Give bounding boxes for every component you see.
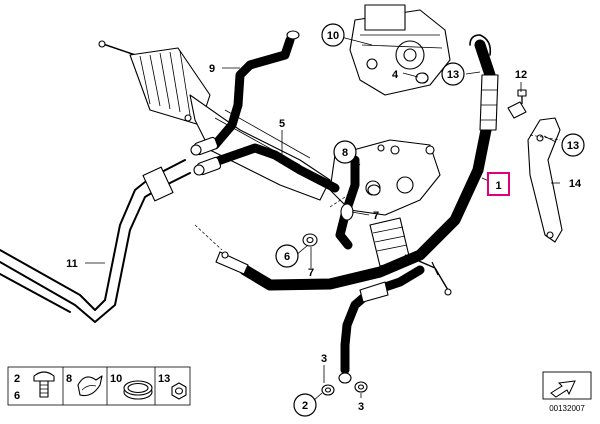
label-4: 4 (392, 69, 399, 81)
callout-8: 8 (333, 140, 357, 164)
document-stamp: 00132007 (542, 371, 592, 413)
callout-13-right: 13 (561, 133, 585, 157)
hose-fittings-left (190, 136, 222, 176)
label-9: 9 (209, 63, 215, 75)
pressure-hose-1 (215, 34, 499, 291)
legend-number-6: 6 (14, 390, 20, 402)
label-5: 5 (279, 118, 285, 130)
bracket-14 (527, 117, 563, 243)
hex-nut-icon (171, 382, 187, 400)
bolt-icon (33, 371, 55, 398)
label-12: 12 (515, 69, 527, 81)
label-7-lower: 7 (308, 267, 314, 279)
callout-13-top: 13 (441, 62, 465, 86)
callout-6: 6 (275, 244, 299, 268)
arrow-icon (550, 380, 576, 398)
label-11: 11 (66, 258, 78, 270)
legend-strip: 2 6 8 10 13 (7, 366, 191, 406)
svg-text:1: 1 (495, 180, 501, 192)
label-14: 14 (569, 178, 582, 190)
svg-text:2: 2 (302, 400, 308, 412)
label-3-lower: 3 (358, 401, 364, 413)
return-hose-9 (210, 30, 300, 150)
cooler-loop-11 (0, 159, 191, 323)
svg-text:6: 6 (284, 251, 290, 263)
cooler-line-5 (210, 143, 340, 193)
label-7-upper: 7 (373, 210, 379, 222)
bolt-12 (507, 89, 527, 119)
svg-text:8: 8 (342, 147, 348, 159)
guide-lines (194, 134, 561, 251)
svg-text:13: 13 (567, 140, 579, 152)
legend-number-8: 8 (66, 373, 72, 385)
legend-number-10: 10 (110, 373, 122, 385)
callout-10: 10 (321, 23, 345, 47)
hose-clip-icon (77, 375, 103, 397)
svg-text:13: 13 (447, 69, 459, 81)
callout-1-highlighted: 1 (487, 172, 510, 196)
power-steering-pump (349, 4, 451, 96)
callout-2: 2 (293, 393, 317, 417)
washers (302, 72, 429, 396)
document-number: 00132007 (549, 404, 585, 413)
label-3-upper: 3 (321, 353, 327, 365)
legend-number-2: 2 (14, 373, 20, 385)
legend-number-13: 13 (158, 373, 170, 385)
svg-text:10: 10 (327, 30, 339, 42)
lower-hose-3 (338, 265, 425, 384)
hose-clamp-icon (123, 380, 153, 400)
